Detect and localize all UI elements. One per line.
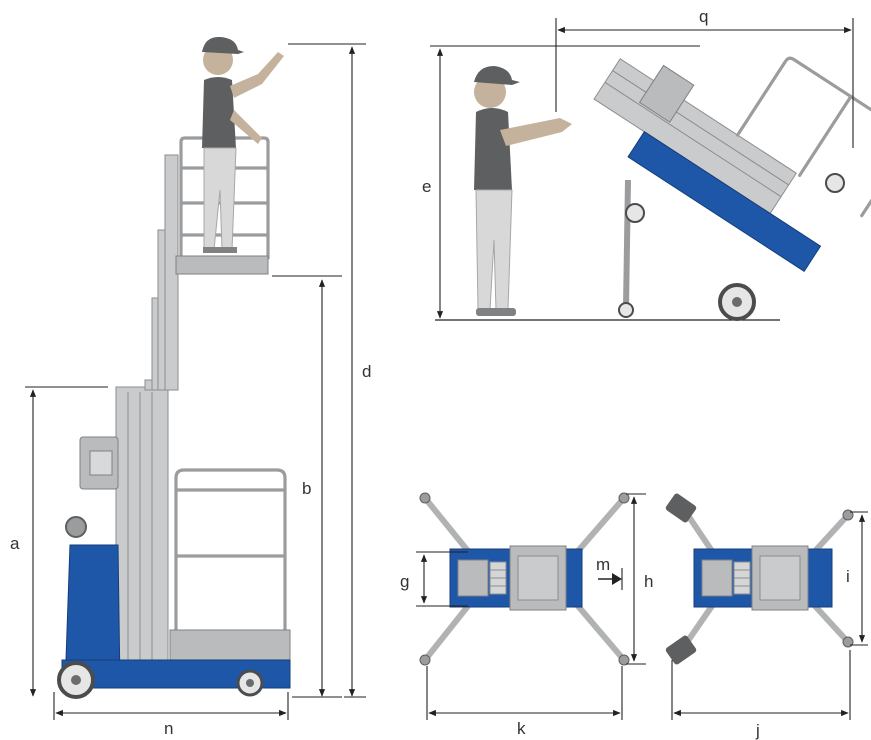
- chassis: [61, 544, 291, 689]
- dimension-a: a: [10, 386, 108, 697]
- transport-view: e q: [422, 7, 871, 321]
- dimension-b: b: [272, 275, 342, 698]
- dimension-e: e: [422, 45, 700, 319]
- label-m: m: [596, 555, 610, 574]
- worker-pushing: [474, 66, 572, 316]
- wheels: [57, 516, 264, 699]
- label-k: k: [517, 719, 526, 738]
- lowered-platform: [169, 468, 291, 661]
- label-b: b: [302, 479, 311, 498]
- dimension-k: k: [426, 666, 623, 738]
- dimension-h: h: [626, 493, 653, 665]
- dimension-i: i: [846, 511, 868, 646]
- label-e: e: [422, 177, 431, 196]
- label-n: n: [164, 719, 173, 738]
- dimension-m: m: [596, 555, 623, 590]
- label-h: h: [644, 572, 653, 591]
- label-a: a: [10, 534, 20, 553]
- top-view-stowed: i j: [665, 493, 868, 740]
- side-view: a b d n: [10, 36, 371, 738]
- label-j: j: [755, 721, 760, 740]
- dimension-j: j: [671, 650, 851, 740]
- top-view-outriggers: g m h k: [400, 492, 653, 738]
- worker-on-platform: [202, 36, 284, 253]
- dimension-g: g: [400, 551, 468, 607]
- control-box: [79, 436, 119, 490]
- label-d: d: [362, 362, 371, 381]
- mast: [115, 154, 179, 664]
- label-q: q: [699, 7, 708, 26]
- dimension-n: n: [53, 692, 289, 738]
- label-g: g: [400, 572, 409, 591]
- label-i: i: [846, 567, 850, 586]
- tilted-lift: [593, 56, 871, 272]
- dimension-q: q: [555, 7, 854, 148]
- dimension-d: d: [288, 43, 371, 698]
- transport-wheels: [618, 173, 845, 321]
